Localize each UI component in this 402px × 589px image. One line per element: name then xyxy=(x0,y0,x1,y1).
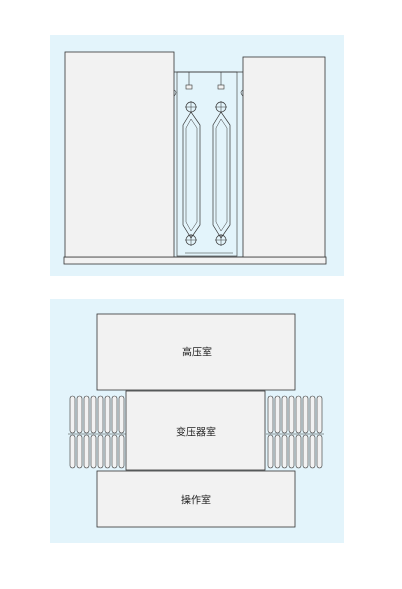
radiator-fin xyxy=(83,395,90,434)
radiator-fin xyxy=(316,434,323,469)
radiator-fin xyxy=(111,395,118,434)
operation-room-label: 操作室 xyxy=(181,495,211,507)
radiator-fin xyxy=(302,434,309,469)
radiator-fin xyxy=(316,395,323,434)
radiator-fin xyxy=(104,434,111,469)
radiator-fin xyxy=(97,434,104,469)
operation-room xyxy=(96,470,296,528)
radiator-fin xyxy=(118,395,125,434)
radiator-fin xyxy=(274,434,281,469)
radiator-right xyxy=(212,101,231,246)
radiator-fin xyxy=(288,395,295,434)
radiator-fin xyxy=(83,434,90,469)
radiator-fins-right xyxy=(266,395,324,469)
high-voltage-room-label: 高压室 xyxy=(182,347,212,359)
radiator-fin xyxy=(309,434,316,469)
radiator-fin xyxy=(274,395,281,434)
base-platform xyxy=(63,256,327,265)
radiator-left xyxy=(182,101,201,246)
transformer-room-label: 变压器室 xyxy=(176,427,216,439)
radiator-fin xyxy=(104,395,111,434)
left-cabinet xyxy=(64,51,175,258)
transformer-compartment xyxy=(173,71,244,258)
plan-diagram-panel: 高压室 变压器室 操作室 xyxy=(50,299,344,543)
radiator-fin xyxy=(90,434,97,469)
radiator-fin xyxy=(267,395,274,434)
radiator-fin xyxy=(309,395,316,434)
radiator-fin xyxy=(69,395,76,434)
radiator-fins-left xyxy=(68,395,126,469)
radiator-fin xyxy=(288,434,295,469)
radiator-fin xyxy=(69,434,76,469)
radiator-fin xyxy=(97,395,104,434)
elevation-drawing xyxy=(63,51,327,265)
high-voltage-room xyxy=(96,313,296,391)
plan-drawing xyxy=(68,313,324,528)
radiator-fin xyxy=(295,434,302,469)
radiator-fin xyxy=(281,395,288,434)
radiator-fin xyxy=(118,434,125,469)
radiator-fin xyxy=(302,395,309,434)
radiator-fin xyxy=(90,395,97,434)
radiator-fin xyxy=(267,434,274,469)
elevation-diagram-panel xyxy=(50,35,344,276)
transformer-room xyxy=(125,390,266,471)
radiator-fin xyxy=(111,434,118,469)
radiator-fin xyxy=(295,395,302,434)
right-cabinet xyxy=(242,56,326,258)
radiator-fin xyxy=(76,434,83,469)
radiator-fin xyxy=(76,395,83,434)
radiator-fin xyxy=(281,434,288,469)
